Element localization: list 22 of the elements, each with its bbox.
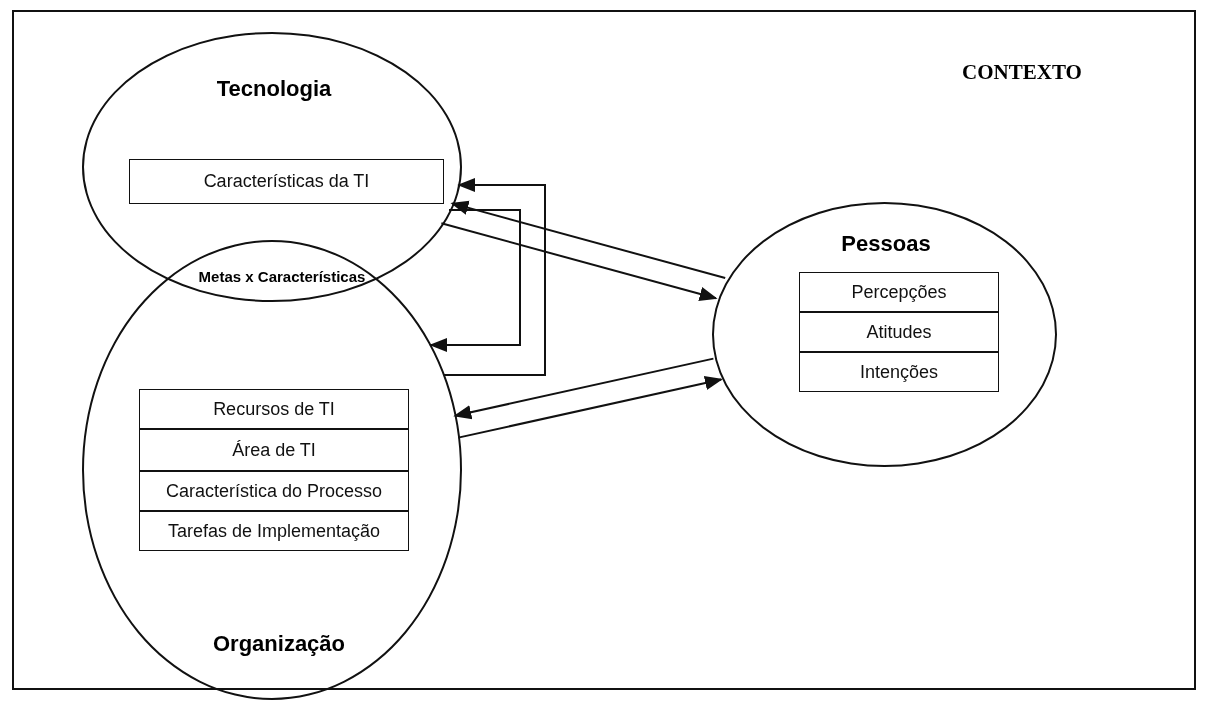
arrow [450, 200, 727, 280]
label-box: Característica do Processo [139, 471, 409, 511]
label-box: Intenções [799, 352, 999, 392]
ellipse [712, 202, 1057, 467]
group-heading: Tecnologia [216, 76, 332, 102]
arrow [440, 222, 718, 301]
group-heading: Organização [213, 631, 345, 657]
ellipse [82, 240, 462, 700]
ellipse [82, 32, 462, 302]
arrow [429, 209, 521, 353]
label-box: Tarefas de Implementação [139, 511, 409, 551]
label-box: Características da TI [129, 159, 444, 204]
label-box: Percepções [799, 272, 999, 312]
label-box: Área de TI [139, 429, 409, 471]
arrow [457, 375, 723, 439]
arrow [453, 357, 715, 420]
label-box: Recursos de TI [139, 389, 409, 429]
label-box: Atitudes [799, 312, 999, 352]
context-title: CONTEXTO [962, 59, 1082, 85]
arrow [443, 177, 546, 376]
group-heading: Pessoas [841, 231, 931, 257]
overlap-label: Metas x Características [198, 267, 366, 285]
